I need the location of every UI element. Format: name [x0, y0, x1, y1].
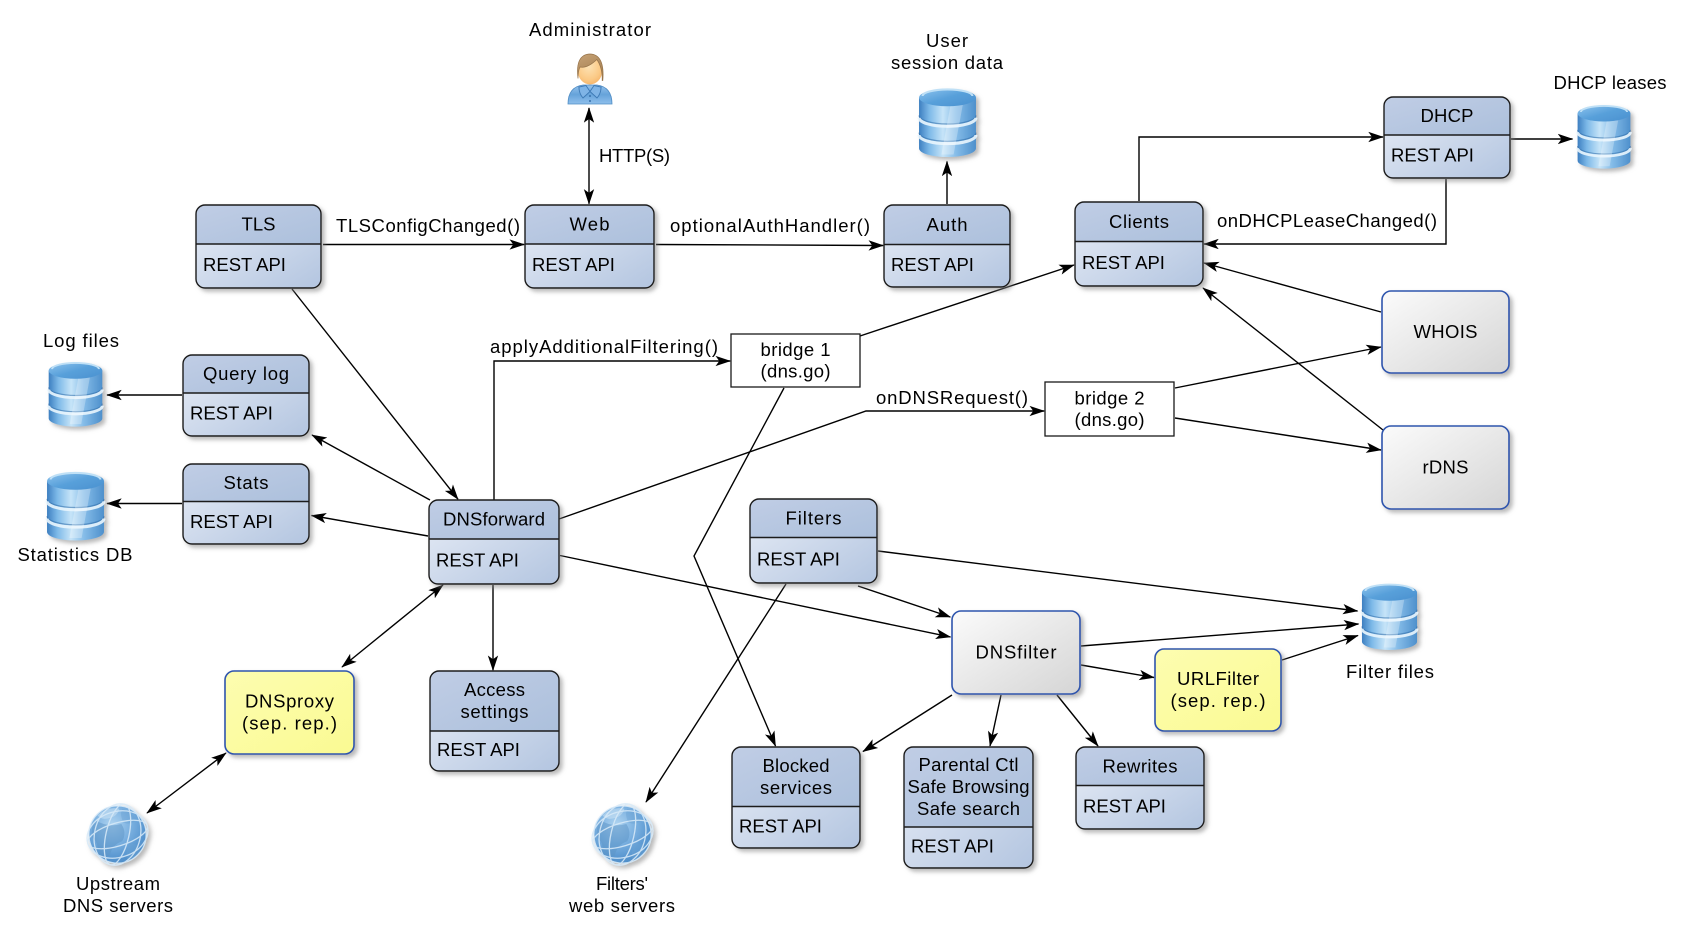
svg-text:REST API: REST API	[757, 548, 840, 569]
svg-text:REST API: REST API	[739, 815, 822, 836]
svg-text:REST API: REST API	[1082, 252, 1165, 273]
svg-text:(sep. rep.): (sep. rep.)	[1171, 690, 1266, 711]
svg-text:DHCP: DHCP	[1421, 105, 1474, 126]
svg-text:Rewrites: Rewrites	[1103, 755, 1178, 776]
svg-text:Administrator: Administrator	[529, 19, 651, 40]
svg-text:optionalAuthHandler(): optionalAuthHandler()	[670, 215, 870, 236]
svg-text:(dns.go): (dns.go)	[761, 360, 831, 381]
svg-text:Filter files: Filter files	[1346, 661, 1434, 682]
svg-text:web servers: web servers	[568, 895, 675, 916]
svg-text:Parental Ctl: Parental Ctl	[919, 754, 1019, 775]
svg-text:REST API: REST API	[436, 550, 519, 571]
svg-text:applyAdditionalFiltering(): applyAdditionalFiltering()	[490, 336, 718, 357]
svg-text:REST API: REST API	[190, 511, 273, 532]
svg-text:onDNSRequest(): onDNSRequest()	[876, 387, 1028, 408]
svg-text:DHCP leases: DHCP leases	[1554, 72, 1667, 93]
svg-text:Blocked: Blocked	[763, 755, 830, 776]
svg-text:DNSproxy: DNSproxy	[245, 691, 335, 712]
svg-text:HTTP(S): HTTP(S)	[599, 145, 670, 166]
svg-text:Filters': Filters'	[596, 873, 648, 894]
svg-text:TLS: TLS	[242, 214, 276, 235]
svg-text:(dns.go): (dns.go)	[1075, 409, 1145, 430]
svg-text:Safe Browsing: Safe Browsing	[908, 776, 1030, 797]
svg-text:REST API: REST API	[190, 403, 273, 424]
svg-text:Safe search: Safe search	[917, 798, 1020, 819]
svg-text:REST API: REST API	[532, 254, 615, 275]
svg-text:REST API: REST API	[1391, 145, 1474, 166]
svg-text:Stats: Stats	[224, 472, 269, 493]
svg-text:User: User	[926, 30, 968, 51]
svg-text:Access: Access	[464, 679, 525, 700]
svg-text:DNSfilter: DNSfilter	[976, 642, 1057, 663]
svg-text:DNS servers: DNS servers	[63, 895, 173, 916]
svg-text:REST API: REST API	[437, 739, 520, 760]
svg-text:bridge 1: bridge 1	[761, 339, 831, 360]
svg-text:Filters: Filters	[786, 507, 842, 528]
svg-text:Clients: Clients	[1109, 211, 1169, 232]
svg-text:Log files: Log files	[43, 330, 119, 351]
svg-text:(sep. rep.): (sep. rep.)	[242, 713, 337, 734]
svg-text:REST API: REST API	[891, 254, 974, 275]
svg-text:REST API: REST API	[911, 836, 994, 857]
svg-text:WHOIS: WHOIS	[1414, 321, 1478, 342]
svg-text:Web: Web	[570, 214, 610, 235]
svg-text:session data: session data	[891, 52, 1004, 73]
svg-text:REST API: REST API	[1083, 795, 1166, 816]
svg-text:REST API: REST API	[203, 254, 286, 275]
svg-text:TLSConfigChanged(): TLSConfigChanged()	[336, 215, 520, 236]
svg-text:Statistics DB: Statistics DB	[18, 544, 133, 565]
svg-text:bridge 2: bridge 2	[1075, 387, 1145, 408]
svg-text:Query log: Query log	[203, 363, 289, 384]
svg-text:Auth: Auth	[927, 214, 968, 235]
svg-text:DNSforward: DNSforward	[443, 509, 545, 530]
svg-text:URLFilter: URLFilter	[1177, 668, 1259, 689]
svg-text:settings: settings	[461, 701, 529, 722]
svg-text:Upstream: Upstream	[76, 873, 160, 894]
svg-text:onDHCPLeaseChanged(): onDHCPLeaseChanged()	[1217, 210, 1437, 231]
svg-text:rDNS: rDNS	[1423, 457, 1469, 478]
svg-text:services: services	[760, 777, 832, 798]
